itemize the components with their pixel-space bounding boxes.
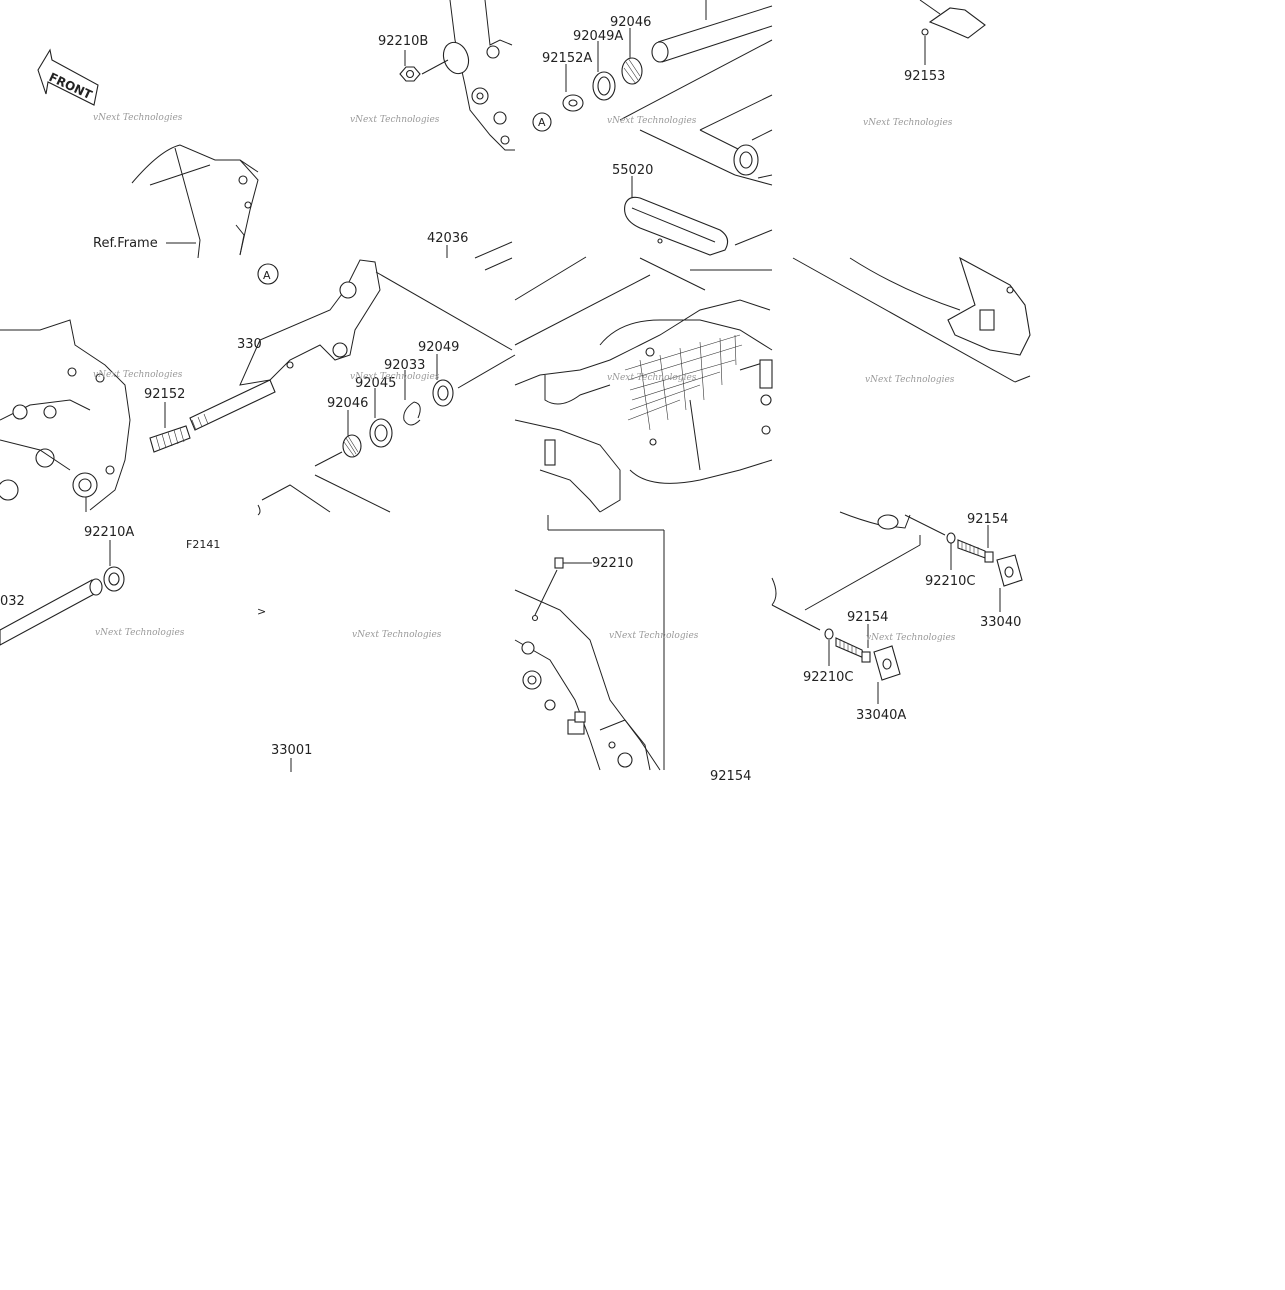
label-92033: 92033	[384, 358, 425, 373]
frame-reference-panel: Ref.Frame	[93, 144, 259, 259]
label-92154-partial: 92154	[710, 769, 751, 784]
chain-cover-92153: 92153	[904, 0, 986, 84]
watermark-12: vNext Technologies	[866, 633, 956, 643]
label-92049: 92049	[418, 340, 459, 355]
label-92046-top: 92046	[610, 15, 651, 30]
label-33040A: 33040A	[856, 708, 906, 723]
label-92154-upper: 92154	[967, 512, 1008, 527]
label-92210A: 92210A	[84, 525, 134, 540]
label-33001: 33001	[271, 743, 312, 758]
label-92153: 92153	[904, 69, 945, 84]
label-92210C-upper: 92210C	[925, 574, 975, 589]
swingarm-center-view	[514, 256, 773, 513]
rear-axle-lower-left: 92210A F2141 032 >	[0, 497, 266, 646]
chain-guide-55020: 55020	[612, 163, 773, 271]
label-55020: 55020	[612, 163, 653, 178]
pivot-left-assembly: A 42036 330	[0, 231, 513, 511]
label-33040: 33040	[980, 615, 1021, 630]
watermark-10: vNext Technologies	[352, 630, 442, 640]
pivot-shaft-92152: 92152	[144, 379, 276, 453]
watermark-6: vNext Technologies	[350, 372, 440, 382]
figure-code: F2141	[186, 538, 220, 551]
label-92154-lower: 92154	[847, 610, 888, 625]
watermark-3: vNext Technologies	[607, 116, 697, 126]
front-direction-badge: FRONT	[37, 48, 99, 106]
watermark-1: vNext Technologies	[93, 113, 183, 123]
watermark-5: vNext Technologies	[93, 370, 183, 380]
lower-swingarm-92210: 92210 92154	[514, 515, 751, 784]
label-92210: 92210	[592, 556, 633, 571]
swingarm-pivot-top: 92210B	[378, 0, 515, 151]
watermark-7: vNext Technologies	[607, 373, 697, 383]
watermark-2: vNext Technologies	[350, 115, 440, 125]
swingarm-33001-label: 33001	[271, 743, 312, 772]
label-032: 032	[0, 594, 25, 609]
arrow-mark: >	[257, 605, 266, 618]
chain-slider-right	[792, 256, 1031, 383]
label-92045: 92045	[355, 376, 396, 391]
watermark-8: vNext Technologies	[865, 375, 955, 385]
label-330: 330	[237, 337, 262, 352]
upper-bearing-stack: A 92152A 92049A 92046	[532, 0, 773, 186]
label-92152A: 92152A	[542, 51, 592, 66]
callout-A-lower: A	[263, 269, 271, 282]
callout-A-upper: A	[538, 116, 546, 129]
label-92152: 92152	[144, 387, 185, 402]
label-92210B: 92210B	[378, 34, 428, 49]
honeycomb-mesh	[624, 334, 743, 431]
label-92049A: 92049A	[573, 29, 623, 44]
label-92210C-lower: 92210C	[803, 670, 853, 685]
ref-frame-label: Ref.Frame	[93, 236, 158, 251]
watermark-4: vNext Technologies	[863, 118, 953, 128]
middle-bearing-stack: 92049 92033 92045 92046	[257, 340, 516, 516]
watermarks: vNext Technologies vNext Technologies vN…	[93, 113, 956, 643]
watermark-11: vNext Technologies	[609, 631, 699, 641]
label-42036: 42036	[427, 231, 468, 246]
chain-adjusters-lower-right: 92154 92210C 33040 92154 92210C 33040A	[771, 511, 1023, 723]
watermark-9: vNext Technologies	[95, 628, 185, 638]
label-92046-mid: 92046	[327, 396, 368, 411]
